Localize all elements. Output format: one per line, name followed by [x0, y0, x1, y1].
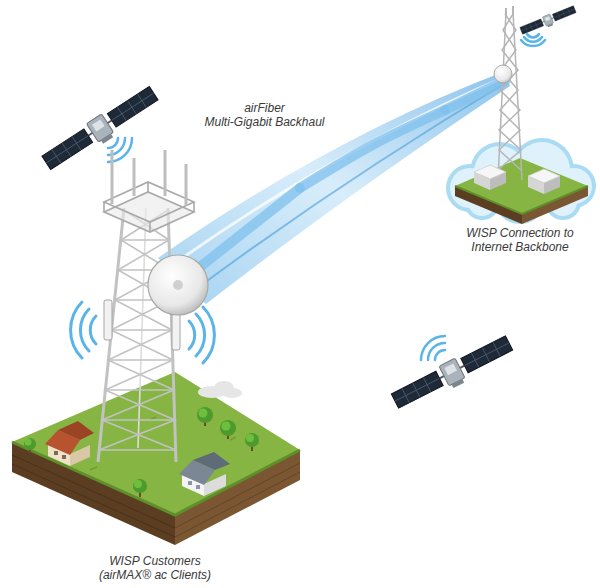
backbone-tower	[505, 8, 507, 16]
backhaul-beam	[445, 80, 506, 110]
tree	[199, 409, 208, 418]
tree	[197, 407, 213, 426]
tower-signal	[196, 314, 205, 356]
tree	[25, 439, 32, 446]
sector-antenna	[104, 300, 112, 340]
data-center-building	[474, 165, 506, 179]
data-center-building	[474, 165, 560, 194]
tower-signal	[189, 321, 195, 349]
backhaul-dish	[173, 280, 183, 290]
satellite-signal	[527, 34, 539, 37]
sky-cloud	[222, 388, 242, 398]
backhaul-dish	[148, 255, 208, 315]
tree	[220, 420, 236, 439]
caption-group: WISP Customers (airMAX® ac Clients)	[10, 554, 300, 582]
satellite	[40, 5, 577, 415]
backbone-tower	[498, 6, 522, 180]
satellite-signal	[421, 336, 445, 360]
tree	[222, 422, 231, 431]
tree	[220, 420, 236, 436]
tree	[24, 438, 36, 453]
data-center-building	[528, 169, 560, 183]
backbone-ground	[455, 186, 588, 214]
sky-cloud	[198, 381, 242, 398]
site-caption: WISP Connection to Internet Backbone	[453, 226, 587, 254]
tree	[133, 479, 147, 493]
house	[188, 481, 192, 485]
tree	[197, 407, 213, 423]
tree	[246, 434, 254, 442]
satellite-signal	[428, 343, 445, 360]
house	[54, 451, 58, 455]
site-caption: WISP Customers (airMAX® ac Clients)	[87, 554, 223, 582]
backbone-dish	[494, 65, 512, 83]
tree	[245, 433, 259, 447]
tree	[24, 438, 36, 450]
backhaul-beam	[168, 77, 505, 268]
lattice-tower	[138, 208, 146, 448]
link-label-text: airFiber Multi-Gigabit Backhaul	[204, 101, 324, 129]
satellite-signal	[435, 350, 445, 360]
backhaul-beam	[158, 72, 510, 304]
tower-platform	[104, 182, 194, 222]
house	[58, 421, 94, 440]
tower-signal	[80, 309, 89, 351]
satellite-signal	[108, 138, 118, 148]
tree	[133, 479, 147, 497]
sector-antenna	[172, 310, 180, 350]
backhaul-beam	[186, 188, 300, 278]
satellite-signal	[521, 40, 545, 46]
house	[196, 485, 200, 489]
backhaul-beam	[192, 82, 507, 292]
backbone-dish	[494, 65, 512, 83]
tower-signal	[71, 302, 82, 358]
lattice-tower	[98, 208, 176, 462]
tower-platform	[104, 192, 194, 232]
tower-signal	[203, 307, 214, 363]
tower-platform	[104, 150, 194, 232]
tree	[245, 433, 259, 451]
tower-signal	[90, 316, 96, 344]
house	[62, 455, 66, 459]
tower-platform	[112, 150, 186, 206]
backhaul-dish	[148, 255, 208, 315]
backbone-tower	[499, 14, 521, 170]
lattice-tower	[99, 210, 175, 450]
label-spacer	[195, 101, 233, 115]
satellite	[40, 84, 162, 176]
caption-group: WISP Connection to Internet Backbone	[445, 226, 595, 254]
site-node: WISP Connection to Internet Backbone	[445, 8, 595, 258]
tree	[134, 480, 142, 488]
link-label: airFiber Multi-Gigabit Backhaul	[195, 101, 335, 129]
backbone-tower	[498, 14, 521, 170]
tower-platform	[104, 182, 194, 232]
satellite	[390, 333, 516, 414]
satellite-signal	[524, 37, 542, 42]
label-spacer	[297, 101, 335, 115]
backhaul-beam	[158, 72, 510, 304]
customer-ground	[12, 442, 300, 515]
site-node: WISP Customers (airMAX® ac Clients)	[10, 160, 300, 586]
satellite	[519, 5, 577, 37]
customer-ground	[12, 372, 300, 515]
house	[45, 421, 230, 496]
house	[193, 452, 230, 470]
backbone-tower	[512, 6, 514, 16]
